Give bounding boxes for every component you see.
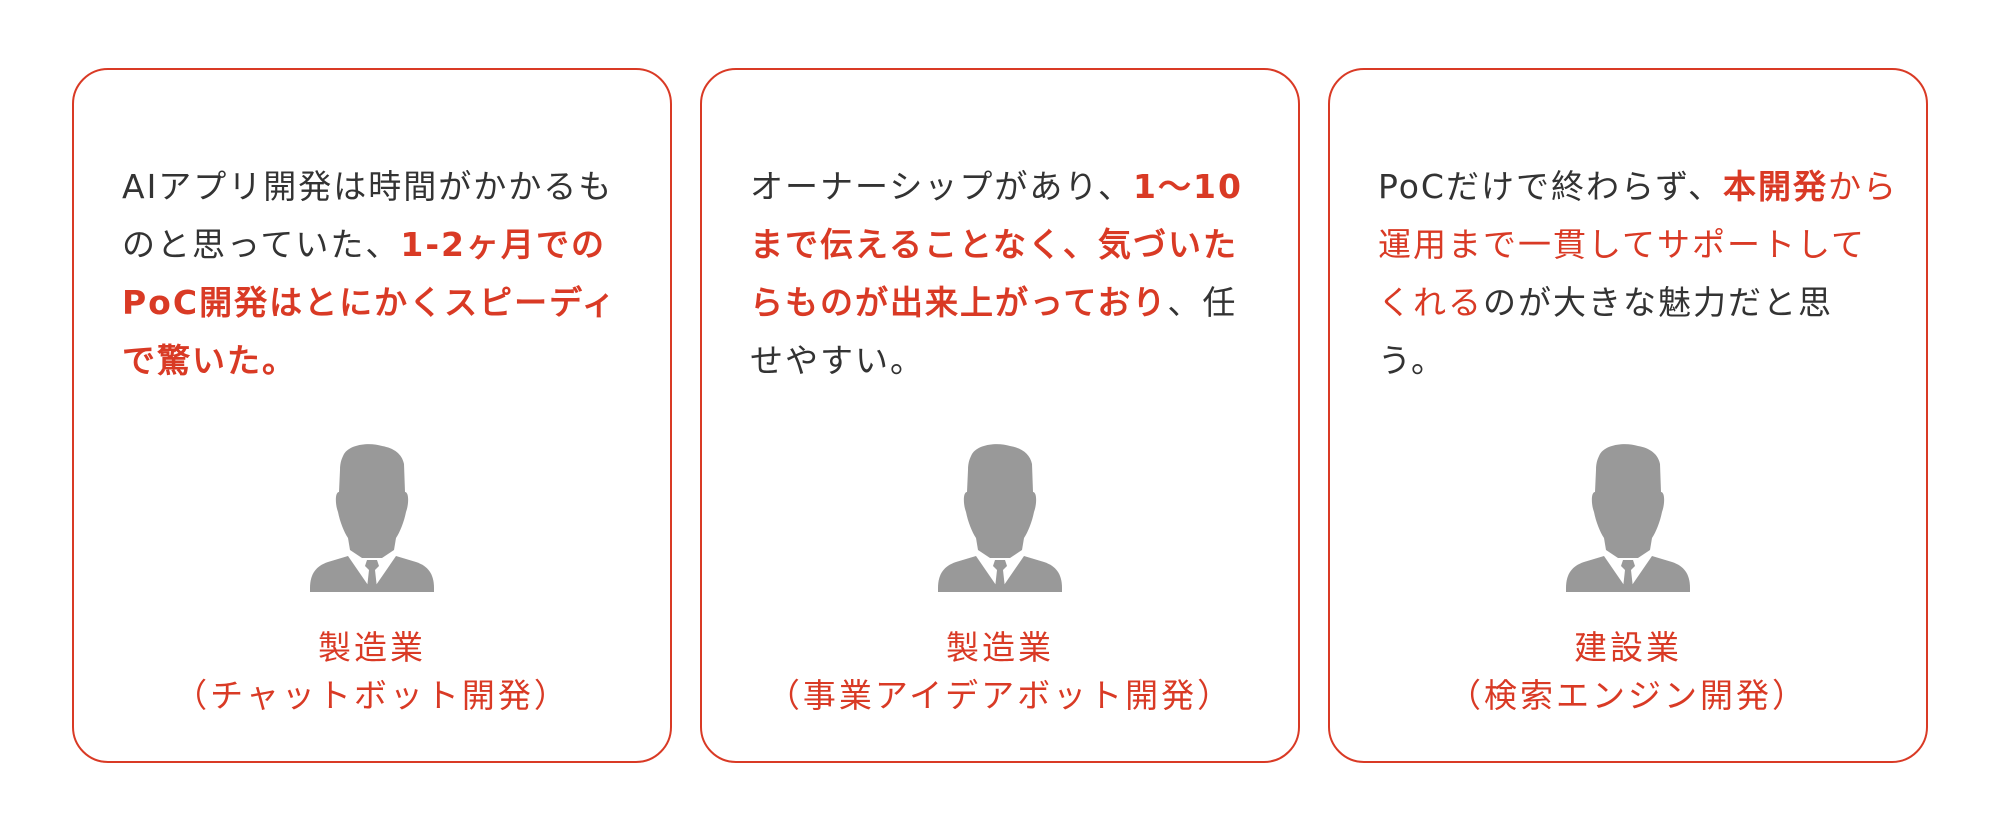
testimonial-card-1: AIアプリ開発は時間がかかるものと思っていた、1-2ヶ月でのPoC開発はとにかく… [72, 68, 672, 763]
quote-text: PoCだけで終わらず、 [1378, 167, 1723, 206]
project-label: （検索エンジン開発） [1448, 676, 1808, 715]
quote-highlight: 本開発 [1723, 167, 1828, 206]
project-label: （チャットボット開発） [174, 676, 570, 715]
quote-text: オーナーシップがあり、 [750, 167, 1134, 206]
industry-label: 製造業 [946, 628, 1054, 667]
testimonial-cards: AIアプリ開発は時間がかかるものと思っていた、1-2ヶ月でのPoC開発はとにかく… [72, 68, 1928, 763]
quote-highlight: 1〜10まで伝えることなく、気づいたらものが出来上がっており [750, 167, 1243, 322]
testimonial-card-2: オーナーシップがあり、1〜10まで伝えることなく、気づいたらものが出来上がってお… [700, 68, 1300, 763]
quote-highlight: から運用まで一貫してサポートしてくれる [1378, 167, 1898, 322]
testimonial-quote: PoCだけで終わらず、本開発から運用まで一貫してサポートしてくれるのが大きな魅力… [1378, 158, 1898, 390]
businessman-silhouette-icon [938, 442, 1062, 592]
testimonial-card-3: PoCだけで終わらず、本開発から運用まで一貫してサポートしてくれるのが大きな魅力… [1328, 68, 1928, 763]
customer-label: 製造業 （事業アイデアボット開発） [702, 624, 1298, 720]
testimonial-quote: オーナーシップがあり、1〜10まで伝えることなく、気づいたらものが出来上がってお… [750, 158, 1270, 390]
industry-label: 建設業 [1574, 628, 1682, 667]
customer-label: 建設業 （検索エンジン開発） [1330, 624, 1926, 720]
quote-highlight: 1-2ヶ月でのPoC開発はとにかくスピーディで驚いた。 [122, 225, 617, 380]
businessman-silhouette-icon [1566, 442, 1690, 592]
project-label: （事業アイデアボット開発） [766, 676, 1234, 715]
quote-text: 、任せやすい。 [750, 283, 1238, 380]
customer-label: 製造業 （チャットボット開発） [74, 624, 670, 720]
quote-text: のが大きな魅力だと思う。 [1378, 283, 1833, 380]
testimonial-quote: AIアプリ開発は時間がかかるものと思っていた、1-2ヶ月でのPoC開発はとにかく… [122, 158, 642, 390]
quote-text: AIアプリ開発は時間がかかるものと思っていた、 [122, 167, 614, 264]
businessman-silhouette-icon [310, 442, 434, 592]
industry-label: 製造業 [318, 628, 426, 667]
